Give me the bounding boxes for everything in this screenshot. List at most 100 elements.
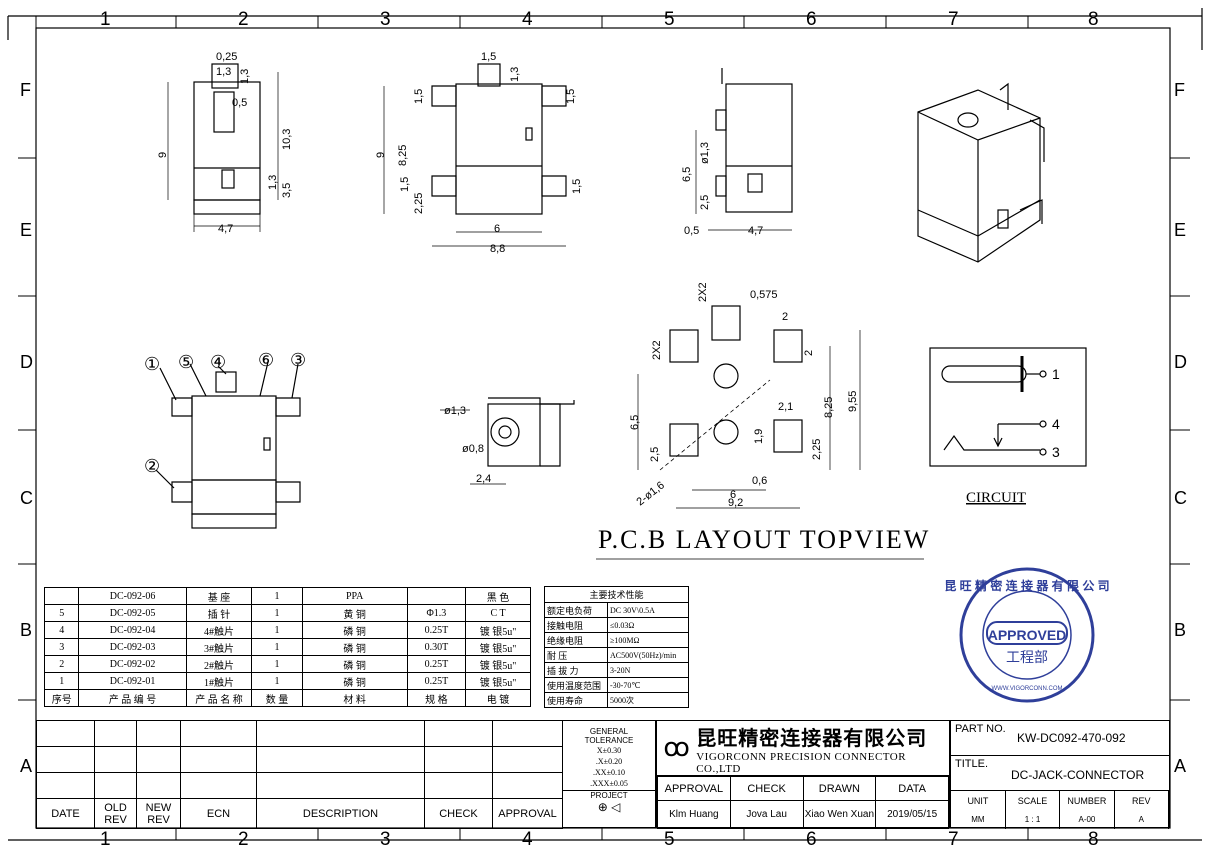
row-label: B [1174,620,1186,640]
row-label: B [20,620,32,640]
meta-value: 1 : 1 [1005,810,1061,829]
bom-cell: 镀 银5u" [465,621,531,639]
row-label: D [1174,352,1187,372]
row-label: F [1174,80,1185,100]
bom-cell: 1 [43,672,80,690]
dim: 3,5 [281,183,293,198]
right-view-dims: 6,5 ø1,3 2,5 0,5 4,7 [681,142,763,237]
company-block: ꝏ 昆旺精密连接器有限公司 VIGORCONN PRECISION CONNEC… [656,720,950,829]
row-label: C [20,488,33,508]
side-view [383,63,567,247]
bom-cell: C T [465,604,531,622]
dim: 1,3 [216,66,231,78]
spec-value: ≥100MΩ [607,632,689,648]
bom-cell: 规 格 [406,689,467,707]
dim: 2,25 [811,439,823,460]
rev-header-cell: CHECK [424,798,493,829]
row-labels: F E D C B A F E D C B A [20,80,1187,776]
spec-row: 使用温度范围-30-70℃ [544,677,689,693]
side-view-dims: 1,5 1,3 1,5 1,5 9 8,25 1,5 2,25 1,5 6 8,… [375,51,583,255]
meta-label: REV [1114,791,1170,811]
bom-cell: 黄 铜 [301,604,408,622]
spec-label: 接触电阻 [544,617,608,633]
callout: ⑥ [258,350,274,370]
dim: 6 [730,489,736,501]
spec-title: 主要技术性能 [544,586,689,603]
bom-cell: DC-092-04 [78,621,187,639]
pin-label: 1 [1052,366,1060,382]
dim: 2,5 [699,195,711,210]
row-label: E [1174,220,1186,240]
col-label: 8 [1088,829,1099,850]
pcb-dims: 2X2 0,575 2 2X2 2 6,5 2,5 2,1 1,9 8,25 2… [629,282,859,509]
tolerance-title: GENERAL TOLERANCE [584,727,634,745]
bom-cell: 1#触片 [185,672,253,690]
bom-cell: 产 品 名 称 [185,689,253,707]
dim: 0,25 [216,51,237,63]
row-label: C [1174,488,1187,508]
col-label: 3 [380,829,391,850]
dim: 0,5 [684,225,699,237]
circuit-pins: 1 4 3 [1052,366,1060,460]
col-label: 4 [522,829,533,850]
dim: 1,5 [481,51,496,63]
spec-row: 绝缘电阻≥100MΩ [544,632,689,648]
row-label: F [20,80,31,100]
circuit-title: CIRCUIT [966,490,1026,506]
rev-header-cell: APPROVAL [492,798,563,829]
bom-cell: 0.25T [406,655,467,673]
mid-side-view [440,397,575,485]
bom-cell: 基 座 [185,587,253,605]
stamp-url: WWW.VIGORCONN.COM [992,686,1063,692]
company-logo-icon: ꝏ [663,733,690,763]
dim: 1,5 [399,177,411,192]
dim: 2,4 [476,473,491,485]
col-label: 2 [238,9,249,30]
row-label: A [20,756,32,776]
dim: 2X2 [651,340,663,360]
dim: 4,7 [218,223,233,235]
exploded-view [155,361,301,529]
dim: 1,3 [509,67,521,82]
bom-cell: 1 [251,655,303,673]
tolerance-line: .XXX±0.05 [590,779,628,788]
spec-value: AC500V(50Hz)/min [607,647,689,663]
spec-row: 接触电阻≤0.03Ω [544,617,689,633]
dim: 10,3 [281,129,293,150]
dim: 1,5 [565,89,577,104]
dim: 0,6 [752,475,767,487]
bom-cell [43,587,80,605]
dim: 6,5 [629,415,641,430]
tolerance-line: .XX±0.10 [593,768,625,777]
dim: 9 [375,152,387,158]
dim: 9,2 [728,497,743,509]
bom-cell: 1 [251,621,303,639]
bom-cell: 电 镀 [465,689,531,707]
tolerance-line: X±0.30 [596,746,622,755]
rev-header-cell: NEW REV [136,798,181,829]
exploded-callouts: ① ⑤ ④ ⑥ ③ ② [144,350,306,476]
dim: 2,25 [413,193,425,214]
callout: ⑤ [178,352,194,372]
column-ticks [18,16,1190,840]
rev-header-cell: OLD REV [94,798,137,829]
stamp-dept: 工程部 [1006,649,1048,665]
spec-label: 使用温度范围 [544,677,608,693]
col-label: 7 [948,9,959,30]
approval-value: Klm Huang [657,800,731,829]
spec-value: -30-70℃ [607,677,689,693]
dim: 4,7 [748,225,763,237]
bom-cell: 磷 铜 [301,621,408,639]
dim: 0,5 [232,97,247,109]
approval-stamp: APPROVED 工程部 昆 旺 精 密 连 接 器 有 限 公 司 WWW.V… [944,567,1110,703]
bom-cell: 1 [251,587,303,605]
meta-label: SCALE [1005,791,1061,811]
bom-cell: 1 [251,604,303,622]
part-block: PART NO. KW-DC092-470-092 TITLE. DC-JACK… [950,720,1170,829]
